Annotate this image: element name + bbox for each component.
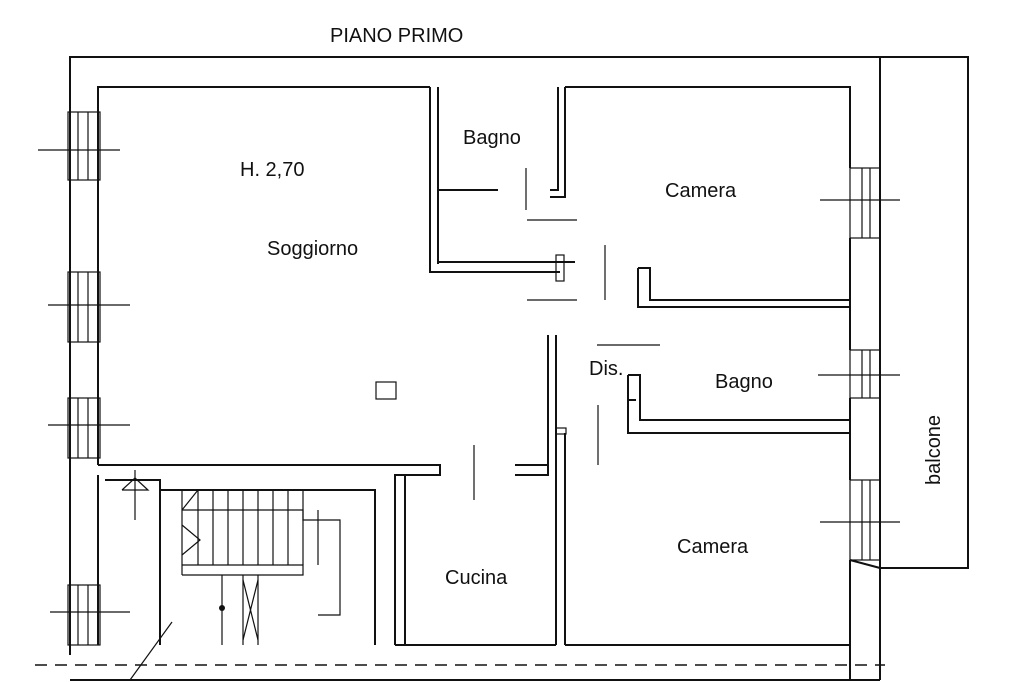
door-lines	[473, 168, 660, 500]
window-left-1	[38, 111, 120, 181]
windows-left	[38, 111, 130, 646]
window-right-2	[818, 349, 900, 399]
column-pillar	[375, 381, 397, 400]
window-right-3	[820, 479, 900, 561]
plan-title: PIANO PRIMO	[330, 25, 463, 47]
room-label-bagno-mid: Bagno	[715, 371, 773, 393]
window-left-3	[48, 397, 130, 459]
exterior-walls	[69, 56, 969, 681]
room-label-height: H. 2,70	[240, 159, 304, 181]
room-label-bagno-top: Bagno	[463, 127, 521, 149]
balcony-label: balcone	[923, 415, 945, 485]
windows-right	[818, 167, 900, 561]
window-right-1	[820, 167, 900, 239]
room-label-camera-bottom: Camera	[677, 536, 749, 558]
room-label-soggiorno: Soggiorno	[267, 238, 358, 260]
window-left-4	[50, 584, 130, 646]
staircase	[121, 470, 341, 681]
window-left-2	[48, 271, 130, 343]
room-label-dis: Dis.	[589, 358, 623, 380]
interior-walls	[97, 87, 850, 646]
room-label-cucina: Cucina	[445, 567, 508, 589]
room-label-camera-top: Camera	[665, 180, 737, 202]
